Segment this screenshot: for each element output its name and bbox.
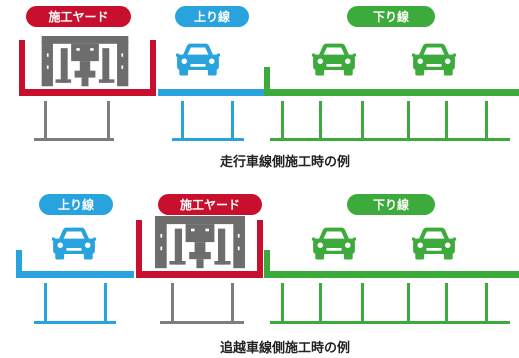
- construction-yard-deck: [136, 220, 263, 278]
- pier-base: [34, 321, 116, 324]
- label-text: 施工ヤード: [48, 9, 108, 24]
- car-icon: [52, 227, 96, 260]
- pier: [445, 101, 448, 139]
- pier-base: [34, 138, 114, 141]
- down-line-piers: [270, 283, 510, 324]
- pier: [281, 101, 284, 139]
- pier-base: [172, 138, 244, 141]
- label-text: 上り線: [58, 197, 94, 212]
- pier: [231, 101, 234, 139]
- pier: [104, 283, 107, 323]
- pier-base: [160, 321, 244, 324]
- label-pill: [26, 6, 131, 27]
- pier: [361, 283, 364, 323]
- pier-base: [270, 321, 510, 324]
- construction-yard-deck: [19, 40, 156, 96]
- label-pill: [175, 6, 249, 27]
- up-line-label: 上り線: [39, 194, 113, 215]
- label-text: 上り線: [194, 9, 230, 24]
- pier: [407, 283, 410, 323]
- down-line-deck: [264, 67, 519, 96]
- label-pill: [347, 194, 435, 215]
- construction-piers: [34, 101, 114, 141]
- up-line-label: 上り線: [175, 6, 249, 27]
- pier: [281, 283, 284, 323]
- pier: [44, 101, 47, 140]
- pier-base: [270, 138, 510, 141]
- construction-yard-label: 施工ヤード: [26, 6, 131, 27]
- down-line-deck: [264, 250, 519, 278]
- pier: [171, 283, 174, 323]
- label-text: 下り線: [373, 9, 409, 24]
- down-line-piers: [270, 101, 510, 141]
- construction-piers: [160, 283, 244, 324]
- pier: [231, 283, 234, 323]
- construction-machine-icon: [41, 36, 129, 87]
- car-icon: [312, 43, 356, 76]
- pier: [319, 283, 322, 323]
- label-pill: [158, 194, 262, 215]
- up-line-piers: [172, 101, 244, 141]
- label-text: 下り線: [373, 197, 409, 212]
- down-line-label: 下り線: [347, 6, 435, 27]
- down-line-label: 下り線: [347, 194, 435, 215]
- label-pill: [347, 6, 435, 27]
- diagram-running-lane-construction: 施工ヤード 上り線 下り線 走行車線側施工時の例: [19, 6, 519, 170]
- up-line-deck: [158, 89, 264, 96]
- pier: [319, 101, 322, 139]
- up-line-deck: [16, 250, 134, 278]
- label-pill: [39, 194, 113, 215]
- diagram-passing-lane-construction: 上り線 施工ヤード 下り線 追越車線側施工時の例: [16, 194, 519, 356]
- pier: [44, 283, 47, 323]
- label-text: 施工ヤード: [180, 197, 240, 212]
- pier: [485, 283, 488, 323]
- construction-yard-label: 施工ヤード: [158, 194, 262, 215]
- car-icon: [312, 227, 356, 260]
- diagram-caption: 走行車線側施工時の例: [220, 154, 350, 170]
- car-icon: [412, 227, 456, 260]
- pier: [445, 283, 448, 323]
- pier: [181, 101, 184, 139]
- pier: [407, 101, 410, 139]
- pier: [361, 101, 364, 139]
- diagram-caption: 追越車線側施工時の例: [220, 340, 350, 356]
- car-icon: [412, 43, 456, 76]
- up-line-piers: [34, 283, 116, 324]
- pier: [485, 101, 488, 139]
- car-icon: [176, 43, 220, 76]
- pier: [107, 101, 110, 140]
- construction-machine-icon: [155, 216, 245, 269]
